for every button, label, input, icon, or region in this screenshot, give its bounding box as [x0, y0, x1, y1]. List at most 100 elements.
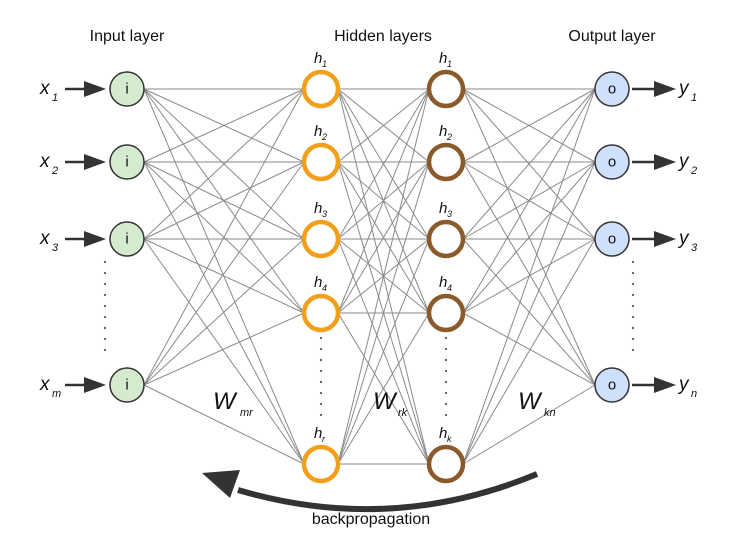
hidden2-ellipsis-dot — [444, 336, 448, 340]
edge-input-hidden1 — [143, 88, 305, 386]
hidden1-node — [301, 444, 341, 484]
edge-hidden1-hidden2 — [337, 88, 430, 240]
hidden1-label: h — [314, 425, 322, 442]
output-ellipsis-dot — [631, 348, 635, 352]
output-label-subscript: 3 — [691, 242, 698, 254]
input-node — [109, 367, 145, 403]
hidden1-ellipsis-dot — [319, 391, 323, 395]
svg-text:W: W — [373, 388, 398, 415]
hidden2-label-subscript: 3 — [447, 209, 452, 219]
hidden2-ellipsis-dot — [444, 369, 448, 373]
output-arrowhead-icon — [654, 81, 676, 97]
hidden1-ellipsis-dot — [319, 358, 323, 362]
hidden1-ellipsis-dot — [319, 347, 323, 351]
svg-text:mr: mr — [240, 407, 254, 419]
input-node-glyph: i — [125, 81, 128, 98]
input-label: x — [39, 374, 51, 395]
hidden1-node — [301, 219, 341, 259]
output-node — [594, 221, 630, 257]
input-ellipsis-dot — [103, 260, 107, 264]
weight-label-mr: W mr — [213, 388, 254, 419]
ellipsis-dots — [103, 260, 635, 417]
edge-hidden1-hidden2 — [337, 88, 430, 314]
input-ellipsis-dot — [103, 304, 107, 308]
edge-hidden2-output — [462, 88, 596, 240]
input-ellipsis-dot — [103, 271, 107, 275]
hidden1-ellipsis-dot — [319, 380, 323, 384]
edge-hidden1-hidden2 — [337, 238, 430, 465]
input-label: x — [39, 78, 51, 99]
output-label: y — [677, 374, 690, 395]
output-label-subscript: 1 — [691, 92, 697, 104]
hidden2-ellipsis-dot — [444, 391, 448, 395]
edge-hidden1-hidden2 — [337, 88, 430, 163]
input-label: x — [39, 151, 51, 172]
hidden2-ellipsis-dot — [444, 380, 448, 384]
input-label-subscript: 3 — [52, 242, 59, 254]
output-ellipsis-dot — [631, 326, 635, 330]
output-label: y — [677, 151, 690, 172]
output-label: y — [677, 78, 690, 99]
output-label-subscript: n — [691, 388, 697, 400]
output-ellipsis-dot — [631, 282, 635, 286]
output-ellipsis-dot — [631, 304, 635, 308]
backpropagation-arrow — [237, 471, 539, 513]
output-node-glyph: o — [608, 231, 616, 248]
edge-hidden2-output — [462, 88, 596, 163]
hidden2-node — [426, 69, 466, 109]
output-node — [594, 144, 630, 180]
output-node-glyph: o — [608, 81, 616, 98]
edge-hidden2-output — [462, 161, 596, 386]
hidden1-label-subscript: 4 — [322, 283, 327, 293]
output-node — [594, 71, 630, 107]
edge-input-hidden1 — [143, 88, 305, 163]
hidden2-label-subscript: k — [447, 434, 452, 444]
output-ellipsis-dot — [631, 315, 635, 319]
hidden1-ellipsis-dot — [319, 413, 323, 417]
hidden1-label-subscript: 1 — [322, 59, 327, 69]
hidden2-label-subscript: 2 — [446, 132, 452, 142]
hidden2-ellipsis-dot — [444, 402, 448, 406]
hidden2-node — [426, 142, 466, 182]
svg-text:W: W — [518, 388, 543, 415]
edge-input-hidden1 — [143, 161, 305, 465]
hidden1-label: h — [314, 274, 322, 291]
input-ellipsis-dot — [103, 282, 107, 286]
input-layer-title: Input layer — [90, 28, 165, 45]
hidden1-ellipsis-dot — [319, 402, 323, 406]
svg-text:W: W — [213, 388, 238, 415]
input-node — [109, 144, 145, 180]
output-node-glyph: o — [608, 377, 616, 394]
edge-hidden1-hidden2 — [337, 161, 430, 465]
hidden2-node — [426, 293, 466, 333]
output-label: y — [677, 228, 690, 249]
edge-input-hidden1 — [143, 312, 305, 386]
hidden2-label: h — [439, 425, 447, 442]
output-arrowhead-icon — [654, 377, 676, 393]
input-label: x — [39, 228, 51, 249]
hidden2-label: h — [439, 123, 447, 140]
edge-hidden2-output — [462, 88, 596, 465]
edge-hidden2-output — [462, 88, 596, 314]
hidden1-node — [301, 142, 341, 182]
input-ellipsis-dot — [103, 315, 107, 319]
output-ellipsis-dot — [631, 337, 635, 341]
hidden1-ellipsis-dot — [319, 336, 323, 340]
output-ellipsis-dot — [631, 271, 635, 275]
input-node — [109, 221, 145, 257]
edge-hidden1-hidden2 — [337, 312, 430, 465]
svg-text:rk: rk — [398, 407, 408, 419]
input-ellipsis-dot — [103, 337, 107, 341]
input-ellipsis-dot — [103, 348, 107, 352]
input-ellipsis-dot — [103, 326, 107, 330]
input-node-glyph: i — [125, 154, 128, 171]
output-label-subscript: 2 — [690, 165, 697, 177]
hidden2-label: h — [439, 274, 447, 291]
hidden2-label: h — [439, 200, 447, 217]
hidden1-node — [301, 293, 341, 333]
edge-input-hidden1 — [143, 161, 305, 386]
input-label-subscript: 1 — [52, 92, 58, 104]
edge-hidden2-output — [462, 384, 596, 465]
input-node-glyph: i — [125, 231, 128, 248]
